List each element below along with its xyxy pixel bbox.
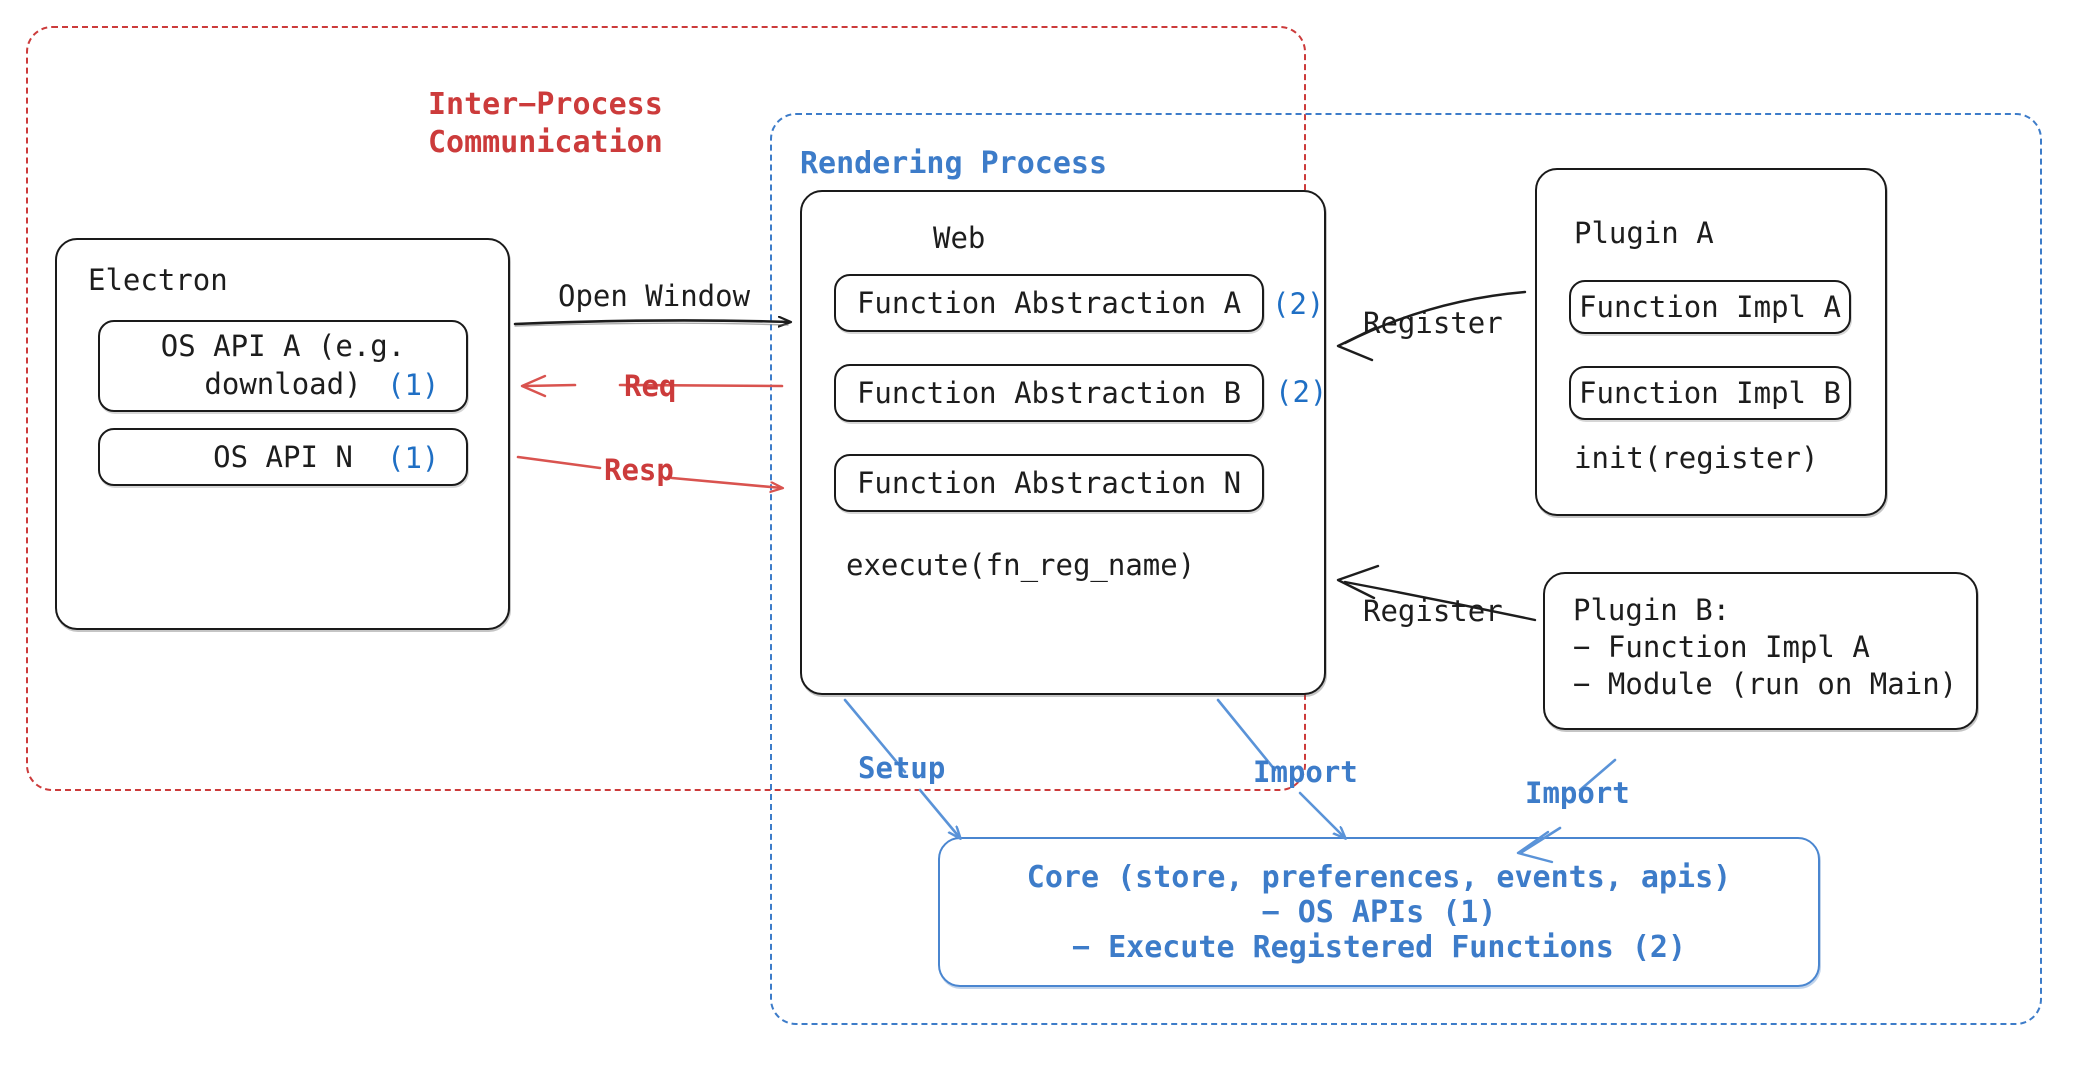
- edge-label-open-window: Open Window: [558, 279, 751, 313]
- core-box[interactable]: Core (store, preferences, events, apis) …: [938, 837, 1820, 987]
- os-api-n-tag: (1): [387, 441, 440, 475]
- plugin-a-function-impl-b-label: Function Impl B: [1579, 376, 1841, 410]
- core-execute-line: − Execute Registered Functions (2): [1071, 929, 1687, 965]
- label-rendering-process: Rendering Process: [800, 146, 1108, 181]
- plugin-a-function-impl-a-label: Function Impl A: [1579, 290, 1841, 324]
- plugin-b-lines: Plugin B: − Function Impl A − Module (ru…: [1573, 592, 1957, 703]
- electron-title: Electron: [88, 263, 228, 297]
- plugin-a-function-impl-a-box[interactable]: Function Impl A: [1569, 280, 1851, 334]
- function-abstraction-n-label: Function Abstraction N: [856, 466, 1242, 500]
- edge-label-import-web: Import: [1253, 755, 1358, 789]
- core-os-apis-line: − OS APIs (1): [1261, 894, 1497, 930]
- edge-label-req: Req: [624, 369, 677, 403]
- os-api-n-box[interactable]: OS API N: [98, 428, 468, 486]
- function-abstraction-a-box[interactable]: Function Abstraction A: [834, 274, 1264, 332]
- function-abstraction-b-box[interactable]: Function Abstraction B: [834, 364, 1264, 422]
- label-inter-process-communication: Inter−Process Communication: [428, 87, 663, 161]
- plugin-b-box[interactable]: Plugin B: − Function Impl A − Module (ru…: [1543, 572, 1978, 730]
- function-abstraction-a-tag: (2): [1272, 287, 1325, 321]
- function-abstraction-a-label: Function Abstraction A: [856, 286, 1242, 320]
- edge-label-setup: Setup: [858, 751, 946, 785]
- container-rendering-process: [770, 113, 2042, 1025]
- core-title: Core (store, preferences, events, apis): [1026, 859, 1732, 895]
- function-abstraction-b-tag: (2): [1275, 375, 1328, 409]
- plugin-a-title: Plugin A: [1574, 216, 1714, 250]
- plugin-a-box[interactable]: Plugin A Function Impl A Function Impl B…: [1535, 168, 1887, 516]
- plugin-a-function-impl-b-box[interactable]: Function Impl B: [1569, 366, 1851, 420]
- os-api-n-label: OS API N: [213, 440, 353, 474]
- os-api-a-tag: (1): [387, 368, 440, 402]
- edge-label-import-plugin-b: Import: [1525, 776, 1630, 810]
- plugin-b-title: Plugin B:: [1573, 593, 1731, 627]
- edge-label-register-plugin-a: Register: [1363, 306, 1503, 340]
- os-api-a-box[interactable]: OS API A (e.g. download): [98, 320, 468, 412]
- edge-label-register-plugin-b: Register: [1363, 594, 1503, 628]
- plugin-a-init-label: init(register): [1574, 441, 1819, 475]
- electron-box[interactable]: Electron OS API A (e.g. download) (1) OS…: [55, 238, 510, 630]
- web-title: Web: [933, 221, 986, 255]
- web-execute-label: execute(fn_reg_name): [846, 548, 1196, 582]
- plugin-b-item-function-impl-a: − Function Impl A: [1573, 630, 1870, 665]
- web-box[interactable]: Web Function Abstraction A (2) Function …: [800, 190, 1328, 695]
- os-api-a-label: OS API A (e.g. download): [160, 329, 406, 401]
- function-abstraction-n-box[interactable]: Function Abstraction N: [834, 454, 1264, 512]
- edge-label-resp: Resp: [604, 453, 674, 487]
- plugin-b-item-module: − Module (run on Main): [1573, 667, 1958, 702]
- function-abstraction-b-label: Function Abstraction B: [856, 376, 1242, 410]
